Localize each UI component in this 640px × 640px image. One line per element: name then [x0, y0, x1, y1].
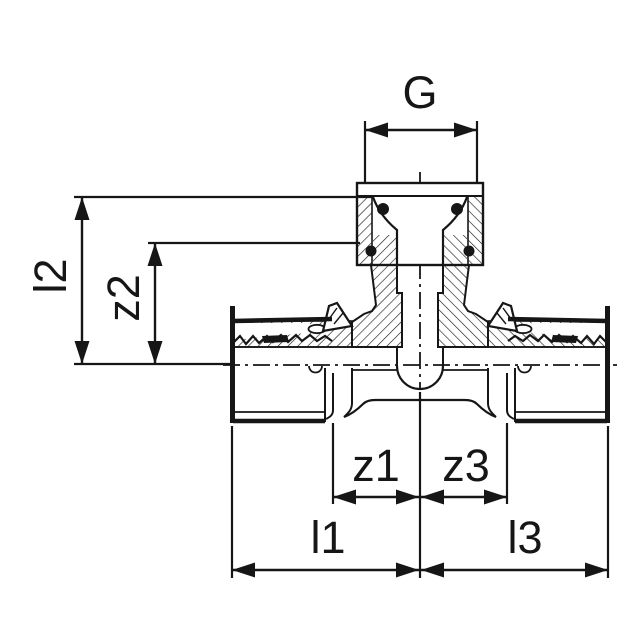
arrowhead [421, 562, 444, 578]
arrowhead [396, 562, 419, 578]
sleeve-top-edge-left [232, 316, 333, 324]
serration-right [507, 333, 608, 346]
serration-mark-right [551, 335, 578, 343]
arrowhead [232, 562, 255, 578]
dimension-z3: z3 [421, 423, 509, 505]
serration-mark-left [262, 335, 289, 343]
dim-label-l1: l1 [310, 512, 345, 563]
dim-label-l2: l2 [25, 258, 76, 293]
arrowhead [147, 341, 163, 364]
dimension-l2: l2 [25, 195, 372, 366]
dimension-l3: l3 [421, 426, 610, 578]
seal-ring-dot [463, 245, 475, 257]
retaining-claw-left [321, 301, 354, 333]
dim-label-z2: z2 [98, 274, 149, 322]
notch-left [308, 365, 323, 374]
dimension-l1: l1 [230, 426, 419, 578]
column-section-right [437, 264, 489, 348]
fitting [223, 172, 617, 424]
funnel-wall-right [441, 196, 469, 264]
seat-wedge-right [443, 235, 467, 264]
threaded-socket [355, 181, 485, 267]
seal-ring-dot [365, 245, 377, 257]
retaining-claw-right [486, 301, 519, 333]
branch-bore-dome [395, 365, 445, 391]
column-section-left [351, 264, 403, 348]
arrowhead [396, 489, 419, 505]
arrowhead [333, 489, 356, 505]
dim-label-l3: l3 [507, 512, 542, 563]
seat-wedge-left [373, 235, 397, 264]
dim-label-z3: z3 [442, 440, 490, 491]
arrowhead [74, 197, 90, 220]
arrowhead [585, 562, 608, 578]
sleeve-top-edge-right [507, 316, 608, 324]
funnel-wall-left [371, 196, 399, 264]
serration-left [232, 333, 333, 346]
dimension-z2: z2 [98, 241, 360, 364]
body-lower-exterior [233, 365, 607, 424]
dimension-z1: z1 [331, 423, 419, 505]
arrowhead [484, 489, 507, 505]
dim-label-z1: z1 [352, 440, 400, 491]
branch-column [351, 264, 489, 348]
arrowhead [74, 341, 90, 364]
arrowhead [421, 489, 444, 505]
press-sleeve-right [486, 301, 608, 348]
arrowhead [454, 122, 477, 138]
seal-ring-dot [451, 203, 463, 215]
dimension-G: G [363, 67, 479, 182]
arrowhead [147, 243, 163, 266]
dim-label-g: G [402, 67, 437, 118]
seal-ring-dot [377, 203, 389, 215]
notch-right [517, 365, 532, 374]
press-sleeve-left [232, 301, 354, 348]
arrowhead [365, 122, 388, 138]
bore-and-channel [233, 346, 607, 391]
